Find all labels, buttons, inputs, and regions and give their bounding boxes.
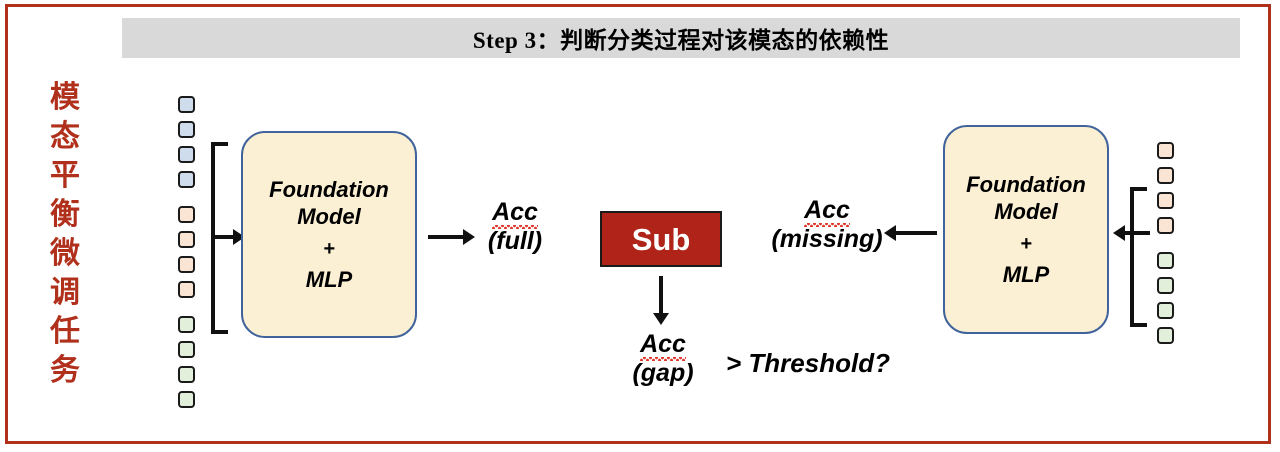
fm-left-line2: Model bbox=[297, 204, 361, 229]
token-square bbox=[178, 171, 195, 188]
token-square bbox=[178, 96, 195, 113]
fm-right-line1: Foundation bbox=[966, 172, 1086, 197]
token-square bbox=[1157, 142, 1174, 159]
task-vertical-label: 模 态 平 衡 微 调 任 务 bbox=[42, 78, 88, 398]
fm-right-line3: MLP bbox=[1002, 262, 1050, 287]
fm-left-line1: Foundation bbox=[269, 177, 389, 202]
fm-right-plus: + bbox=[1020, 233, 1032, 255]
acc-full-top: Acc bbox=[492, 198, 538, 229]
acc-missing-top: Acc bbox=[804, 196, 850, 227]
subtract-operation-box: Sub bbox=[600, 211, 722, 267]
token-square bbox=[178, 231, 195, 248]
task-label-char-5: 微 bbox=[50, 237, 80, 270]
title-bar: Step 3：判断分类过程对该模态的依赖性 bbox=[122, 18, 1240, 58]
token-square bbox=[1157, 277, 1174, 294]
token-square bbox=[1157, 217, 1174, 234]
token-group-modality-b bbox=[178, 206, 195, 298]
right-token-column bbox=[1157, 142, 1174, 344]
arrow-right-tokens-to-model bbox=[1113, 225, 1150, 241]
arrow-left-model-to-acc-full bbox=[428, 229, 475, 245]
token-square bbox=[178, 281, 195, 298]
token-square bbox=[1157, 327, 1174, 344]
token-group-modality-b bbox=[1157, 142, 1174, 234]
arrow-sub-to-acc-gap bbox=[653, 276, 669, 325]
foundation-model-box-left: Foundation Model + MLP bbox=[241, 131, 417, 338]
acc-missing-bottom: (missing) bbox=[771, 225, 883, 253]
fm-left-plus: + bbox=[323, 238, 335, 260]
arrow-left-tokens-to-model bbox=[212, 229, 245, 245]
right-token-bracket bbox=[1130, 187, 1147, 327]
token-square bbox=[178, 391, 195, 408]
subtract-operation-label: Sub bbox=[631, 221, 691, 257]
token-square bbox=[178, 366, 195, 383]
foundation-model-box-right: Foundation Model + MLP bbox=[943, 125, 1109, 334]
token-group-modality-c bbox=[1157, 252, 1174, 344]
token-square bbox=[178, 206, 195, 223]
token-square bbox=[1157, 167, 1174, 184]
token-group-modality-a bbox=[178, 96, 195, 188]
acc-gap-label: Acc (gap) bbox=[621, 330, 705, 388]
acc-gap-bottom: (gap) bbox=[632, 359, 694, 387]
task-label-char-2: 态 bbox=[50, 120, 80, 153]
token-square bbox=[178, 146, 195, 163]
acc-full-bottom: (full) bbox=[487, 227, 543, 255]
token-group-modality-c bbox=[178, 316, 195, 408]
acc-gap-top: Acc bbox=[640, 330, 686, 361]
task-label-char-6: 调 bbox=[50, 276, 80, 309]
task-label-char-8: 务 bbox=[50, 354, 80, 387]
token-group-spacer bbox=[178, 188, 195, 206]
left-token-column bbox=[178, 96, 195, 408]
task-label-char-4: 衡 bbox=[50, 198, 80, 231]
token-square bbox=[178, 256, 195, 273]
fm-right-line2: Model bbox=[994, 199, 1058, 224]
task-label-char-7: 任 bbox=[50, 315, 80, 348]
threshold-question-text: > Threshold? bbox=[726, 348, 890, 378]
token-group-spacer bbox=[178, 298, 195, 316]
token-square bbox=[178, 121, 195, 138]
acc-missing-label: Acc (missing) bbox=[762, 196, 892, 254]
token-square bbox=[178, 341, 195, 358]
acc-full-label: Acc (full) bbox=[473, 198, 557, 256]
arrow-right-model-to-acc-missing bbox=[884, 225, 937, 241]
token-square bbox=[1157, 252, 1174, 269]
token-square bbox=[178, 316, 195, 333]
fm-left-line3: MLP bbox=[305, 267, 353, 292]
token-group-spacer bbox=[1157, 234, 1174, 252]
task-label-char-1: 模 bbox=[50, 81, 80, 114]
task-label-char-3: 平 bbox=[50, 159, 80, 192]
token-square bbox=[1157, 302, 1174, 319]
page-title: Step 3：判断分类过程对该模态的依赖性 bbox=[472, 28, 890, 53]
token-square bbox=[1157, 192, 1174, 209]
